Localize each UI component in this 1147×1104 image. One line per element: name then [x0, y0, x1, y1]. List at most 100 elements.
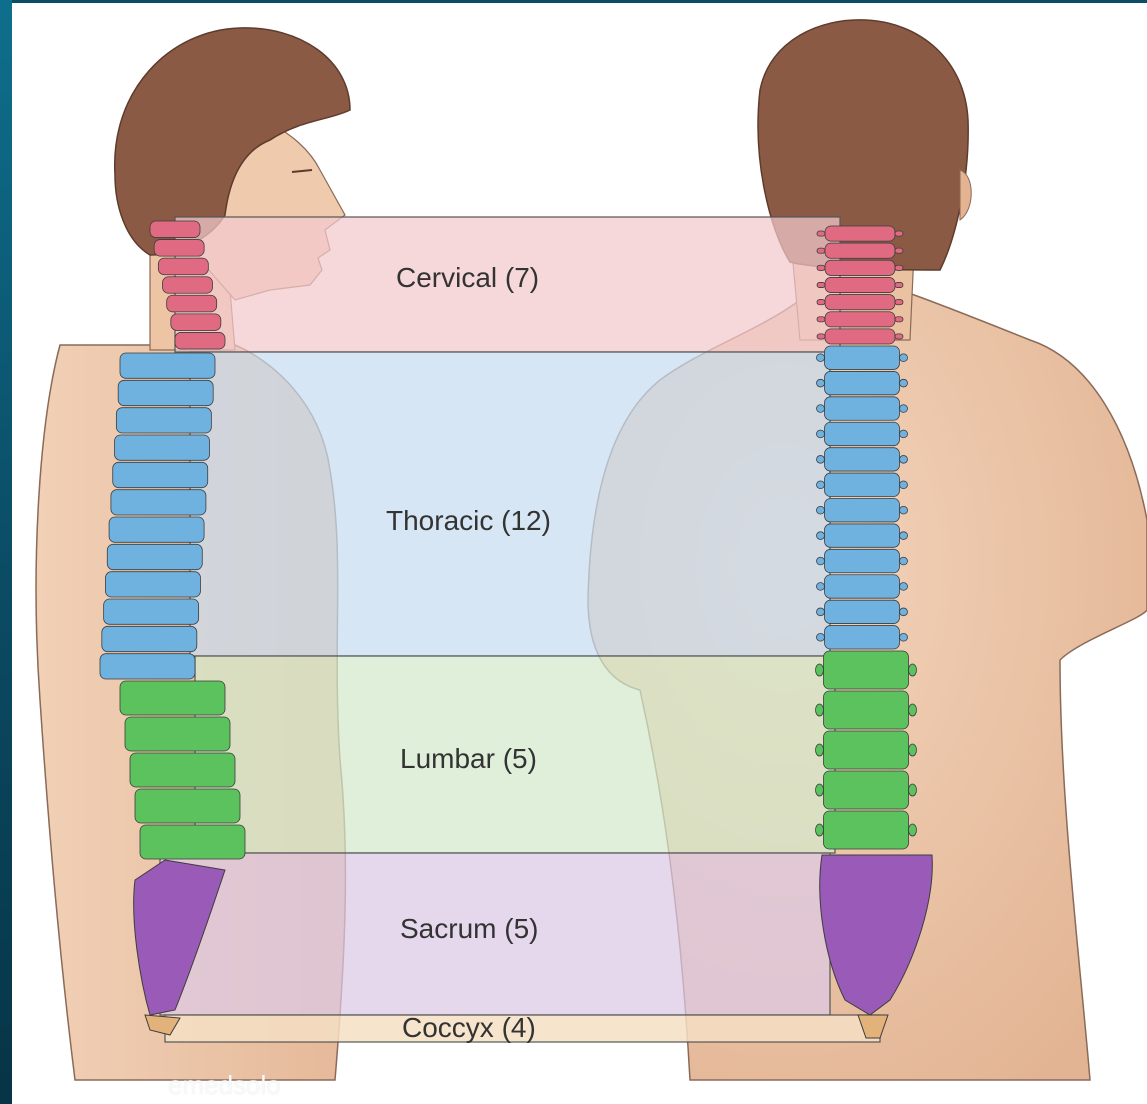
back-vertebra-thoracic — [825, 626, 900, 649]
side-vertebra-lumbar — [135, 789, 240, 823]
back-process-left-thoracic — [817, 532, 825, 540]
back-vertebra-thoracic — [825, 346, 900, 369]
side-vertebra-thoracic — [107, 544, 202, 569]
back-process-right-thoracic — [900, 481, 908, 489]
back-process-left-cervical — [817, 317, 825, 322]
back-process-right-cervical — [895, 248, 903, 253]
back-process-right-cervical — [895, 300, 903, 305]
back-process-right-thoracic — [900, 506, 908, 514]
back-vertebra-thoracic — [825, 549, 900, 572]
side-vertebra-lumbar — [120, 681, 225, 715]
side-vertebra-thoracic — [111, 490, 206, 515]
back-vertebra-thoracic — [825, 499, 900, 522]
back-vertebra-cervical — [825, 260, 895, 275]
side-vertebra-thoracic — [115, 435, 210, 460]
back-process-left-thoracic — [817, 633, 825, 641]
back-vertebra-thoracic — [825, 448, 900, 471]
back-process-left-cervical — [817, 231, 825, 236]
back-process-right-lumbar — [909, 664, 917, 676]
side-vertebra-thoracic — [105, 572, 200, 597]
back-vertebra-lumbar — [824, 691, 909, 729]
back-process-right-cervical — [895, 231, 903, 236]
side-vertebra-thoracic — [116, 408, 211, 433]
label-coccyx: Coccyx (4) — [402, 1012, 536, 1044]
side-vertebra-thoracic — [113, 462, 208, 487]
back-vertebra-lumbar — [824, 811, 909, 849]
back-process-right-cervical — [895, 334, 903, 339]
back-process-right-thoracic — [900, 379, 908, 387]
back-vertebra-thoracic — [825, 397, 900, 420]
back-vertebra-cervical — [825, 329, 895, 344]
back-vertebra-cervical — [825, 226, 895, 241]
back-process-left-cervical — [817, 282, 825, 287]
back-process-left-cervical — [817, 265, 825, 270]
back-process-right-lumbar — [909, 784, 917, 796]
back-ear — [960, 170, 971, 220]
back-vertebra-thoracic — [825, 422, 900, 445]
side-vertebra-cervical — [167, 295, 217, 312]
back-vertebra-cervical — [825, 243, 895, 258]
side-vertebra-thoracic — [109, 517, 204, 542]
back-process-left-thoracic — [817, 456, 825, 464]
back-process-right-thoracic — [900, 633, 908, 641]
back-process-left-lumbar — [816, 824, 824, 836]
back-process-right-thoracic — [900, 354, 908, 362]
back-process-right-thoracic — [900, 456, 908, 464]
back-process-left-thoracic — [817, 430, 825, 438]
back-process-left-thoracic — [817, 608, 825, 616]
back-process-right-thoracic — [900, 430, 908, 438]
back-process-right-lumbar — [909, 704, 917, 716]
back-vertebra-thoracic — [825, 600, 900, 623]
back-process-right-thoracic — [900, 405, 908, 413]
side-vertebra-thoracic — [102, 626, 197, 651]
label-lumbar: Lumbar (5) — [400, 743, 537, 775]
side-vertebra-cervical — [171, 314, 221, 331]
back-vertebra-cervical — [825, 277, 895, 292]
back-process-right-thoracic — [900, 557, 908, 565]
side-vertebra-cervical — [154, 240, 204, 257]
back-vertebra-thoracic — [825, 575, 900, 598]
back-process-right-cervical — [895, 265, 903, 270]
back-process-left-lumbar — [816, 664, 824, 676]
back-vertebra-cervical — [825, 295, 895, 310]
back-vertebra-cervical — [825, 312, 895, 327]
back-process-left-lumbar — [816, 784, 824, 796]
back-vertebra-thoracic — [825, 524, 900, 547]
back-process-right-cervical — [895, 317, 903, 322]
back-process-right-lumbar — [909, 824, 917, 836]
back-process-left-cervical — [817, 300, 825, 305]
back-process-left-thoracic — [817, 557, 825, 565]
side-vertebra-lumbar — [125, 717, 230, 751]
side-vertebra-cervical — [175, 332, 225, 349]
back-process-left-thoracic — [817, 405, 825, 413]
side-vertebra-thoracic — [120, 353, 215, 378]
back-process-right-thoracic — [900, 608, 908, 616]
side-vertebra-cervical — [150, 221, 200, 238]
watermark: emedsolo — [168, 1070, 281, 1101]
back-vertebra-lumbar — [824, 771, 909, 809]
label-cervical: Cervical (7) — [396, 262, 539, 294]
frame-left-border — [0, 0, 12, 1104]
label-sacrum: Sacrum (5) — [400, 913, 538, 945]
back-process-left-thoracic — [817, 354, 825, 362]
back-process-left-lumbar — [816, 704, 824, 716]
side-vertebra-thoracic — [100, 654, 195, 679]
side-vertebra-thoracic — [118, 380, 213, 405]
band-thoracic — [190, 352, 830, 656]
back-vertebra-thoracic — [825, 473, 900, 496]
label-thoracic: Thoracic (12) — [386, 505, 551, 537]
back-process-left-thoracic — [817, 506, 825, 514]
back-vertebra-lumbar — [824, 731, 909, 769]
side-vertebra-lumbar — [140, 825, 245, 859]
side-vertebra-cervical — [163, 277, 213, 294]
side-vertebra-lumbar — [130, 753, 235, 787]
back-process-right-thoracic — [900, 583, 908, 591]
back-process-left-thoracic — [817, 583, 825, 591]
back-process-right-thoracic — [900, 532, 908, 540]
back-process-left-cervical — [817, 248, 825, 253]
back-process-right-lumbar — [909, 744, 917, 756]
back-process-right-cervical — [895, 282, 903, 287]
back-vertebra-lumbar — [824, 651, 909, 689]
